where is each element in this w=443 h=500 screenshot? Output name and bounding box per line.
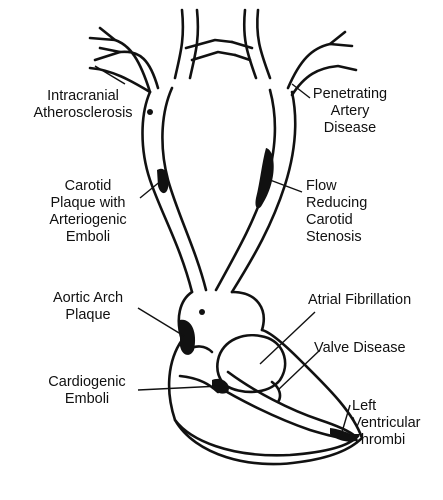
leader-carotid-plaque [139, 179, 163, 199]
flow-reducing-stenosis [255, 148, 274, 209]
left-intracranial-branches [88, 8, 237, 94]
label-flow-reducing-carotid-stenosis: Flow Reducing Carotid Stenosis [306, 178, 368, 245]
label-cardiogenic-emboli: Cardiogenic Emboli [48, 374, 126, 407]
leader-left-ventricular [341, 404, 351, 433]
leader-aortic-arch [137, 307, 185, 337]
left-carotid-artery [141, 86, 208, 294]
mitral-valve [270, 380, 282, 404]
label-intracranial-atherosclerosis: Intracranial Atherosclerosis [33, 88, 133, 121]
label-aortic-arch-plaque: Aortic Arch Plaque [52, 290, 124, 323]
carotid-plaque-emboli [157, 168, 169, 194]
right-intracranial-branches [230, 8, 358, 97]
label-carotid-plaque-emboli: Carotid Plaque with Arteriogenic Emboli [49, 178, 127, 245]
leader-flow-reducing [269, 179, 303, 193]
right-carotid-artery [214, 88, 297, 294]
leader-atrial-fib [259, 311, 316, 365]
embolus-dot [199, 309, 205, 315]
atrial-thrombus [212, 378, 229, 394]
leader-penetrating [291, 83, 311, 99]
leader-valve [277, 349, 321, 391]
leader-intracranial [94, 65, 126, 85]
aortic-arch-plaque [180, 319, 196, 355]
label-penetrating-artery-disease: Penetrating Artery Disease [312, 86, 388, 136]
heart-outline [167, 328, 364, 466]
label-atrial-fibrillation: Atrial Fibrillation [308, 292, 412, 308]
embolus-dot [147, 109, 153, 115]
leader-cardiogenic [137, 385, 221, 391]
left-ventricular-thrombus [330, 428, 358, 442]
label-valve-disease: Valve Disease [314, 340, 406, 356]
label-left-ventricular-thrombi: Left Ventricular Thrombi [352, 398, 421, 448]
